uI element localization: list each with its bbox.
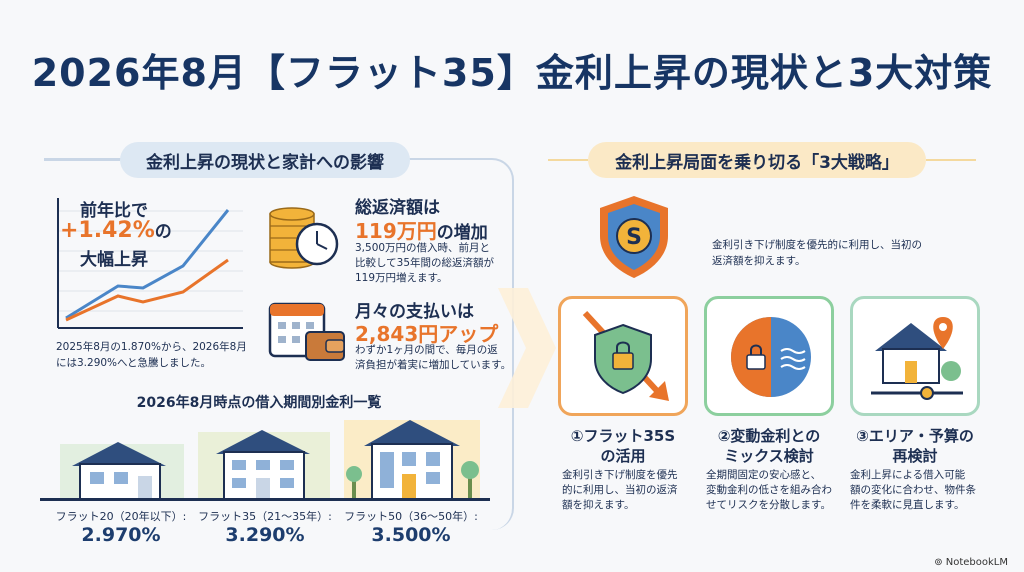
monthly-heading: 月々の支払いは	[355, 302, 474, 322]
rates-title: 2026年8月時点の借入期間別金利一覧	[136, 395, 382, 411]
strategy3-title1: ③エリア・予算の	[856, 427, 974, 445]
total-suffix: の増加	[436, 223, 488, 243]
total-desc1: 3,500万円の借入時、前月と	[355, 242, 491, 254]
trend-caption2: には3.290%へと急騰しました。	[56, 357, 212, 369]
strategy3-desc3: 件を柔軟に見直します。	[850, 499, 965, 511]
page-title: 2026年8月【フラット35】金利上昇の現状と3大対策	[31, 51, 993, 95]
left-header-rule	[44, 159, 120, 161]
strategy1-desc1: 金利引き下げ制度を優先	[562, 469, 678, 481]
strategy-card-1	[558, 296, 688, 416]
left-section-header: 金利上昇の現状と家計への影響	[120, 142, 410, 178]
strategy2-title1: ②変動金利との	[717, 427, 821, 445]
coins-clock-icon	[269, 207, 339, 269]
shield-icon: S	[600, 196, 668, 278]
strategy1-desc3: 額を抑えます。	[562, 499, 635, 511]
chevron-right-icon	[498, 288, 556, 408]
calendar-wallet-icon	[268, 302, 345, 361]
strategy-card-3	[850, 296, 980, 416]
brand-name: NotebookLM	[945, 557, 1008, 568]
trend-line-blue	[65, 209, 230, 320]
strategy2-desc1: 全期間固定の安心感と、	[706, 469, 822, 481]
house-pin-icon	[871, 317, 963, 400]
trend-highlight: +1.42%	[60, 218, 155, 243]
right-header-rule-right	[926, 159, 976, 161]
right-header-rule-left	[548, 159, 588, 161]
rate-value-flat35: 3.290%	[225, 524, 305, 546]
strategy1-title2: の活用	[600, 447, 646, 465]
monthly-desc1: わずか1ヶ月の間で、毎月の返	[355, 344, 498, 356]
strategy3-title2: 再検討	[892, 447, 938, 465]
strategy3-desc2: 額の変化に合わせ、物件条	[850, 484, 976, 496]
house-icon	[72, 442, 166, 500]
strategy1-title1: ①フラット35S	[570, 427, 676, 445]
total-highlight-row: 119万円の増加	[355, 215, 488, 244]
strategy3-desc1: 金利上昇による借入可能	[850, 469, 966, 481]
trend-suffix: の	[154, 222, 172, 242]
strategy2-desc3: せてリスクを分散します。	[706, 499, 831, 511]
house-icon	[346, 420, 479, 500]
brand-logo: ⊚ NotebookLM	[934, 557, 1008, 568]
shield-letter: S	[626, 225, 642, 250]
trend-line-orange	[65, 258, 229, 322]
trend-highlight-row: +1.42%の	[60, 217, 172, 243]
rate-value-flat20: 2.970%	[81, 524, 161, 546]
strategy2-title2: ミックス検討	[724, 447, 814, 465]
strategy-card-2	[704, 296, 834, 416]
rate-label-flat50: フラット50（36〜50年）:	[344, 510, 478, 523]
right-section-header: 金利上昇局面を乗り切る「3大戦略」	[588, 142, 926, 178]
strategy-intro2: 返済額を抑えます。	[712, 255, 806, 267]
trend-line1: 前年比で	[80, 201, 148, 221]
monthly-highlight: 2,843円アップ	[355, 322, 499, 346]
trend-caption1: 2025年8月の1.870%から、2026年8月	[56, 341, 247, 353]
total-heading: 総返済額は	[355, 198, 440, 218]
strategy-intro1: 金利引き下げ制度を優先的に利用し、当初の	[712, 239, 922, 251]
rate-label-flat35: フラット35（21〜35年）:	[198, 510, 332, 523]
total-desc2: 比較して35年間の総返済額が	[355, 257, 495, 269]
rate-value-flat50: 3.500%	[371, 524, 451, 546]
houses-ground	[40, 498, 490, 501]
strategy1-desc2: 的に利用し、当初の返済	[562, 484, 678, 496]
brand-icon: ⊚	[934, 557, 946, 568]
trend-line3: 大幅上昇	[80, 250, 148, 270]
house-icon	[216, 430, 310, 500]
monthly-desc2: 済負担が着実に増加しています。	[355, 359, 512, 371]
pie-lock-icon	[731, 317, 811, 397]
trend-chart	[57, 198, 243, 329]
shield-lock-icon	[582, 310, 669, 401]
total-desc3: 119万円増えます。	[355, 272, 448, 284]
strategy2-desc2: 変動金利の低さを組み合わ	[706, 484, 832, 496]
rate-label-flat20: フラット20（20年以下）:	[55, 510, 187, 523]
total-highlight: 119万円	[355, 219, 437, 243]
